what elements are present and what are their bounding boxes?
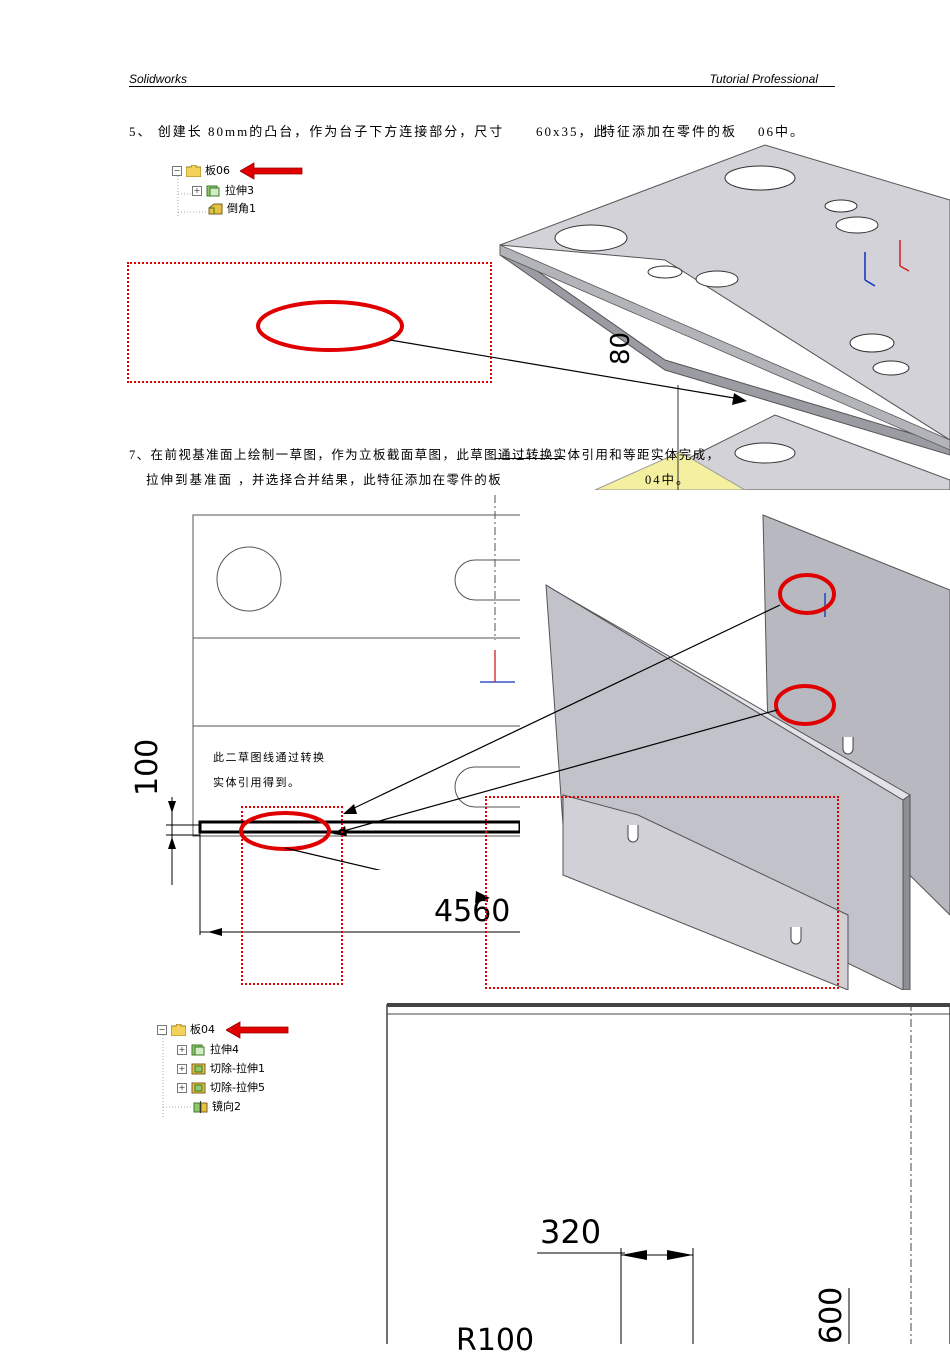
tree-root-row[interactable]: − 板04: [157, 1021, 215, 1039]
tree-item-row[interactable]: + 拉伸3: [192, 182, 254, 200]
feature-tree-top: − 板06 + 拉伸3 倒角1: [172, 162, 312, 222]
step5-text-1: 5、 创建长: [129, 124, 203, 139]
callout-box-small: [241, 806, 343, 985]
red-arrow-icon: [240, 162, 303, 180]
callout-ellipse-arrow: [256, 300, 747, 405]
cut-extrude-icon: [191, 1082, 206, 1094]
tree-guide-lines: [177, 176, 206, 218]
step7-text-3: ，并选择合并结果，此特征添加在零件的板: [238, 473, 503, 487]
step7-text-1: 7、在前视基准面上绘制一草图，作为立板截面草图，此草图通过转换实体引用和等距实体…: [129, 448, 721, 462]
tree-item-label: 倒角1: [227, 202, 256, 215]
step5-text-4: 特征添加在零件的板: [602, 124, 738, 139]
note-line-2: 实体引用得到。: [213, 777, 301, 789]
callout-box: [127, 262, 492, 383]
tree-guide-lines: [162, 1035, 191, 1117]
feature-tree-bottom: − 板04 + 拉伸4 + 切除-拉伸1 + 切除-拉伸5 镜向2: [157, 1021, 317, 1121]
extrude-icon: [191, 1044, 205, 1056]
collapse-icon[interactable]: −: [157, 1025, 167, 1035]
upright-plate-3d-view: [518, 495, 950, 990]
tree-item-row[interactable]: + 切除-拉伸5: [177, 1079, 265, 1097]
bottom-drawing-view: [386, 1003, 950, 1344]
expand-icon[interactable]: +: [177, 1064, 187, 1074]
collapse-icon[interactable]: −: [172, 166, 182, 176]
tree-root-label: 板04: [190, 1023, 215, 1036]
callout-box-large: [485, 796, 839, 989]
dimension-r100: R100: [456, 1323, 535, 1358]
step7-text-2: 拉伸到基准面: [146, 473, 234, 487]
step5-text-2: 80mm的凸台，作为台子下方连接部分，尺寸: [208, 124, 505, 139]
step5-text-3: 60x35，此: [536, 124, 609, 139]
sketch-2d-view: [166, 495, 520, 936]
dimension-100: 100: [130, 738, 165, 796]
tree-item-row[interactable]: 倒角1: [208, 200, 256, 218]
extrude-icon: [206, 185, 220, 197]
tree-item-label: 拉伸4: [210, 1043, 239, 1056]
step7-text-4: 04中。: [645, 473, 691, 487]
expand-icon[interactable]: +: [177, 1083, 187, 1093]
tree-item-row[interactable]: + 切除-拉伸1: [177, 1060, 265, 1078]
header-right: Tutorial Professional: [709, 72, 819, 86]
note-line-1: 此二草图线通过转换: [213, 752, 326, 764]
dimension-320: 320: [540, 1213, 602, 1251]
tree-item-label: 拉伸3: [225, 184, 254, 197]
underline-blank: [495, 458, 563, 459]
header-rule: [129, 86, 835, 87]
tree-item-row[interactable]: 镜向2: [193, 1098, 241, 1116]
plate-3d-view: [499, 144, 950, 490]
expand-icon[interactable]: +: [192, 186, 202, 196]
chamfer-icon: [208, 203, 223, 215]
tree-item-label: 切除-拉伸1: [210, 1062, 265, 1075]
tree-root-row[interactable]: − 板06: [172, 162, 230, 180]
folder-icon: [186, 165, 201, 177]
tree-item-row[interactable]: + 拉伸4: [177, 1041, 239, 1059]
tree-item-label: 切除-拉伸5: [210, 1081, 265, 1094]
step5-text-5: 06中。: [758, 124, 806, 139]
tree-root-label: 板06: [205, 164, 230, 177]
red-arrow-icon: [226, 1021, 289, 1039]
tree-item-label: 镜向2: [212, 1100, 241, 1113]
mirror-icon: [193, 1101, 208, 1113]
dimension-600: 600: [814, 1286, 849, 1344]
cut-extrude-icon: [191, 1063, 206, 1075]
header-left: Solidworks: [129, 72, 188, 86]
folder-icon: [171, 1024, 186, 1036]
expand-icon[interactable]: +: [177, 1045, 187, 1055]
arrow-head: [475, 891, 490, 903]
dimension-4560: 4560: [434, 894, 511, 929]
